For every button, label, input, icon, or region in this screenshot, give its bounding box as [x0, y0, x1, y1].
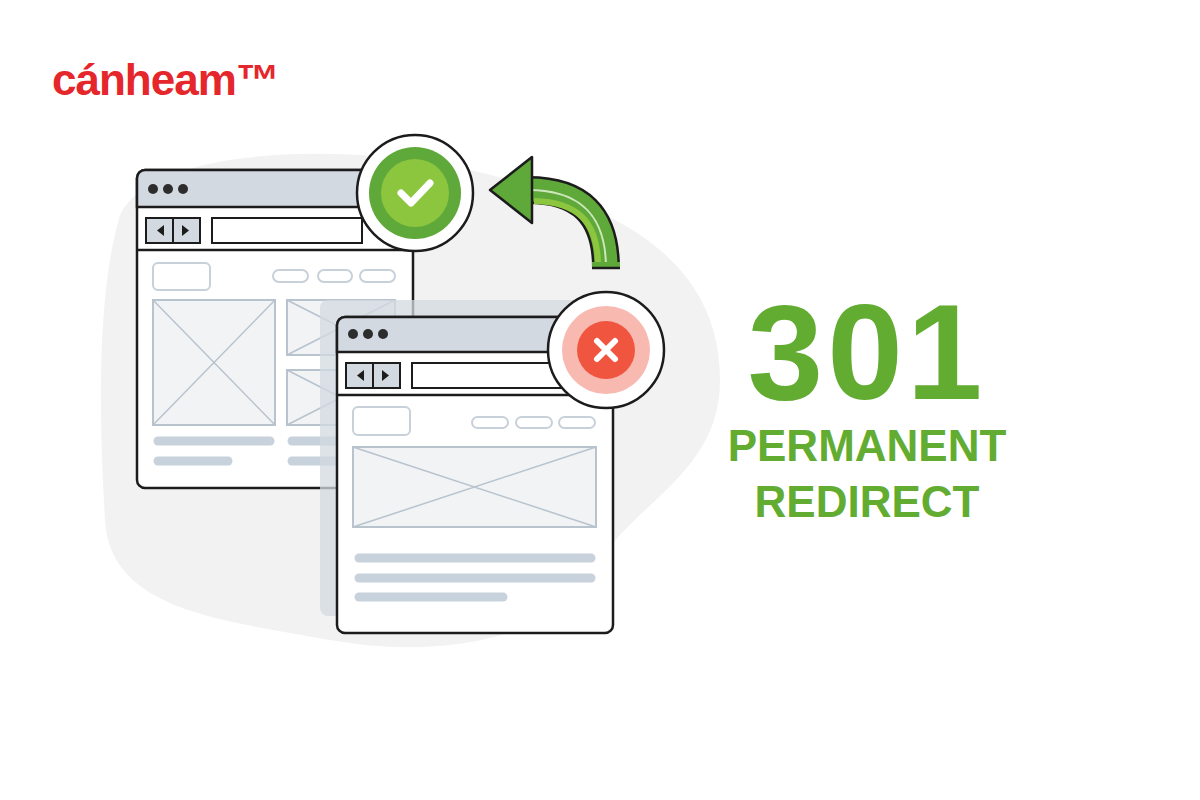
status-code: 301 — [712, 282, 1022, 422]
cross-badge — [548, 292, 664, 408]
brand-logo: cánheam™ — [52, 52, 312, 108]
redirect-arrow — [490, 157, 620, 268]
status-text: PERMANENT REDIRECT — [712, 418, 1022, 530]
check-badge — [357, 135, 473, 251]
